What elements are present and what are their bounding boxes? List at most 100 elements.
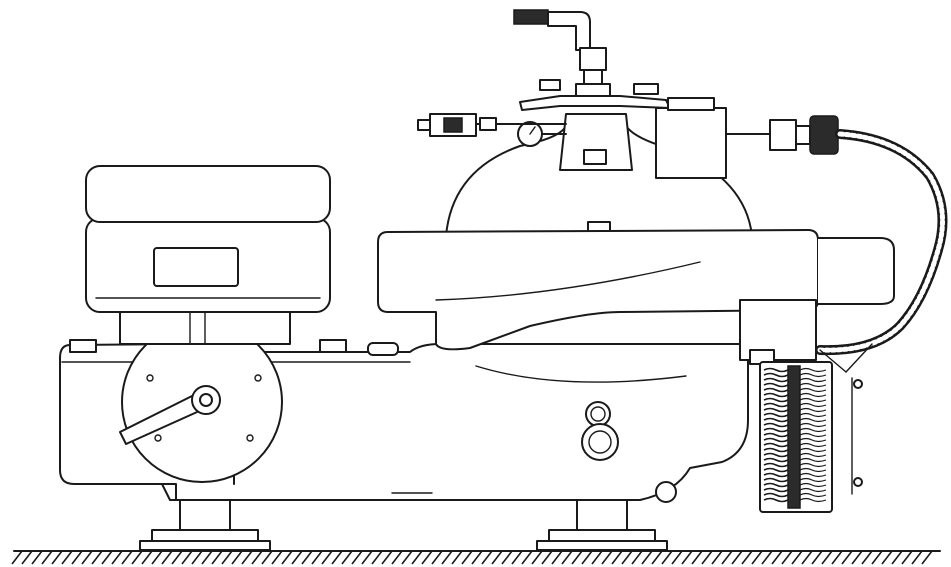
coil-turn [763, 442, 789, 448]
bowl-cover-contour [435, 261, 701, 301]
floor-hatch-line [591, 550, 603, 565]
floor-hatch-line [491, 550, 503, 565]
left-valve-end [417, 119, 431, 131]
floor-hatch-line [251, 550, 263, 565]
floor-hatch-line [381, 550, 393, 565]
coil-turn [763, 397, 789, 403]
floor-hatch-line [441, 550, 453, 565]
left-valve-coupling [479, 117, 497, 131]
floor-hatch-line [331, 550, 343, 565]
floor-hatch-line [521, 550, 533, 565]
coil-turn [763, 412, 789, 418]
right-valve-coupling [795, 125, 811, 145]
left-outlet-valve [417, 113, 567, 137]
cooler-coil [759, 361, 863, 513]
coil-turn [799, 437, 827, 443]
floor-hatch-line [911, 550, 923, 565]
frame-top-pad [319, 339, 347, 353]
floor-hatch-line [511, 550, 523, 565]
floor-hatch-line [571, 550, 583, 565]
coil-turn [763, 452, 789, 458]
coil-turn [799, 392, 827, 398]
coil-turn [763, 402, 789, 408]
inlet-elbow [547, 11, 591, 51]
hose-braid [817, 131, 945, 353]
floor-hatch-line [31, 550, 43, 565]
brake-handle [119, 321, 283, 483]
floor-hatch-line [771, 550, 783, 565]
frame-bowl-curve [475, 365, 687, 383]
coil-turn [799, 377, 827, 383]
coil-turn [763, 387, 789, 393]
lower-sight-glass [581, 423, 619, 461]
coil-turn [763, 427, 789, 433]
floor-hatch-line [91, 550, 103, 565]
floor-hatch-line [791, 550, 803, 565]
floor-hatch-line [321, 550, 333, 565]
floor-hatch-line [311, 550, 323, 565]
coil-turn [799, 417, 827, 423]
coil-turn [799, 442, 827, 448]
floor-hatch-line [551, 550, 563, 565]
floor-hatch-line [481, 550, 493, 565]
floor-hatch-line [621, 550, 633, 565]
coil-turn [799, 422, 827, 428]
floor-hatch-line [301, 550, 313, 565]
floor-hatch-line [751, 550, 763, 565]
bowl-hood [377, 113, 895, 365]
drive-motor [85, 165, 331, 345]
coil-turn [799, 457, 827, 463]
floor-hatch-line [411, 550, 423, 565]
floor-hatch-line [461, 550, 473, 565]
floor-hatch-line [111, 550, 123, 565]
floor-hatch-line [861, 550, 873, 565]
right-foot-base-plate [536, 540, 668, 551]
floor-hatch-line [891, 550, 903, 565]
motor-fan-cover [85, 165, 331, 223]
floor-hatch-line [841, 550, 853, 565]
floor-hatch-line [431, 550, 443, 565]
floor-hatch-line [721, 550, 733, 565]
coil-turn [799, 447, 827, 453]
floor-hatching [11, 550, 933, 565]
pressure-gauge [517, 121, 567, 147]
hood-neck [559, 113, 633, 171]
floor-hatch-line [181, 550, 193, 565]
hood-label-plate [583, 149, 607, 165]
coil-turn [799, 407, 827, 413]
floor-hatch-line [821, 550, 833, 565]
coil-turn [799, 482, 827, 488]
left-foot-pad [151, 529, 259, 542]
coil-turn [799, 412, 827, 418]
coil-turn [763, 482, 789, 488]
coil-turn [763, 382, 789, 388]
flexible-hose [815, 129, 948, 373]
bolt-icon [246, 434, 254, 442]
coil-turn [799, 462, 827, 468]
floor-hatch-line [141, 550, 153, 565]
floor-hatch-line [101, 550, 113, 565]
coil-turn [763, 417, 789, 423]
bowl-side-box [817, 237, 895, 305]
frame-top-plug [367, 342, 399, 356]
left-foot-column [179, 499, 231, 531]
floor-hatch-line [161, 550, 173, 565]
upper-sight-glass-inner [590, 406, 606, 422]
floor [11, 550, 941, 565]
coil-turn [799, 372, 827, 378]
coil-turn [763, 447, 789, 453]
cooler-coil-turns [763, 365, 827, 509]
coil-turn [763, 392, 789, 398]
floor-hatch-line [421, 550, 433, 565]
floor-hatch-line [701, 550, 713, 565]
floor-hatch-line [651, 550, 663, 565]
coil-turn [799, 382, 827, 388]
floor-hatch-line [921, 550, 933, 565]
coil-turn [799, 492, 827, 498]
floor-hatch-line [271, 550, 283, 565]
floor-hatch-line [451, 550, 463, 565]
coil-turn [799, 497, 827, 503]
coil-turn [799, 397, 827, 403]
floor-hatch-line [151, 550, 163, 565]
